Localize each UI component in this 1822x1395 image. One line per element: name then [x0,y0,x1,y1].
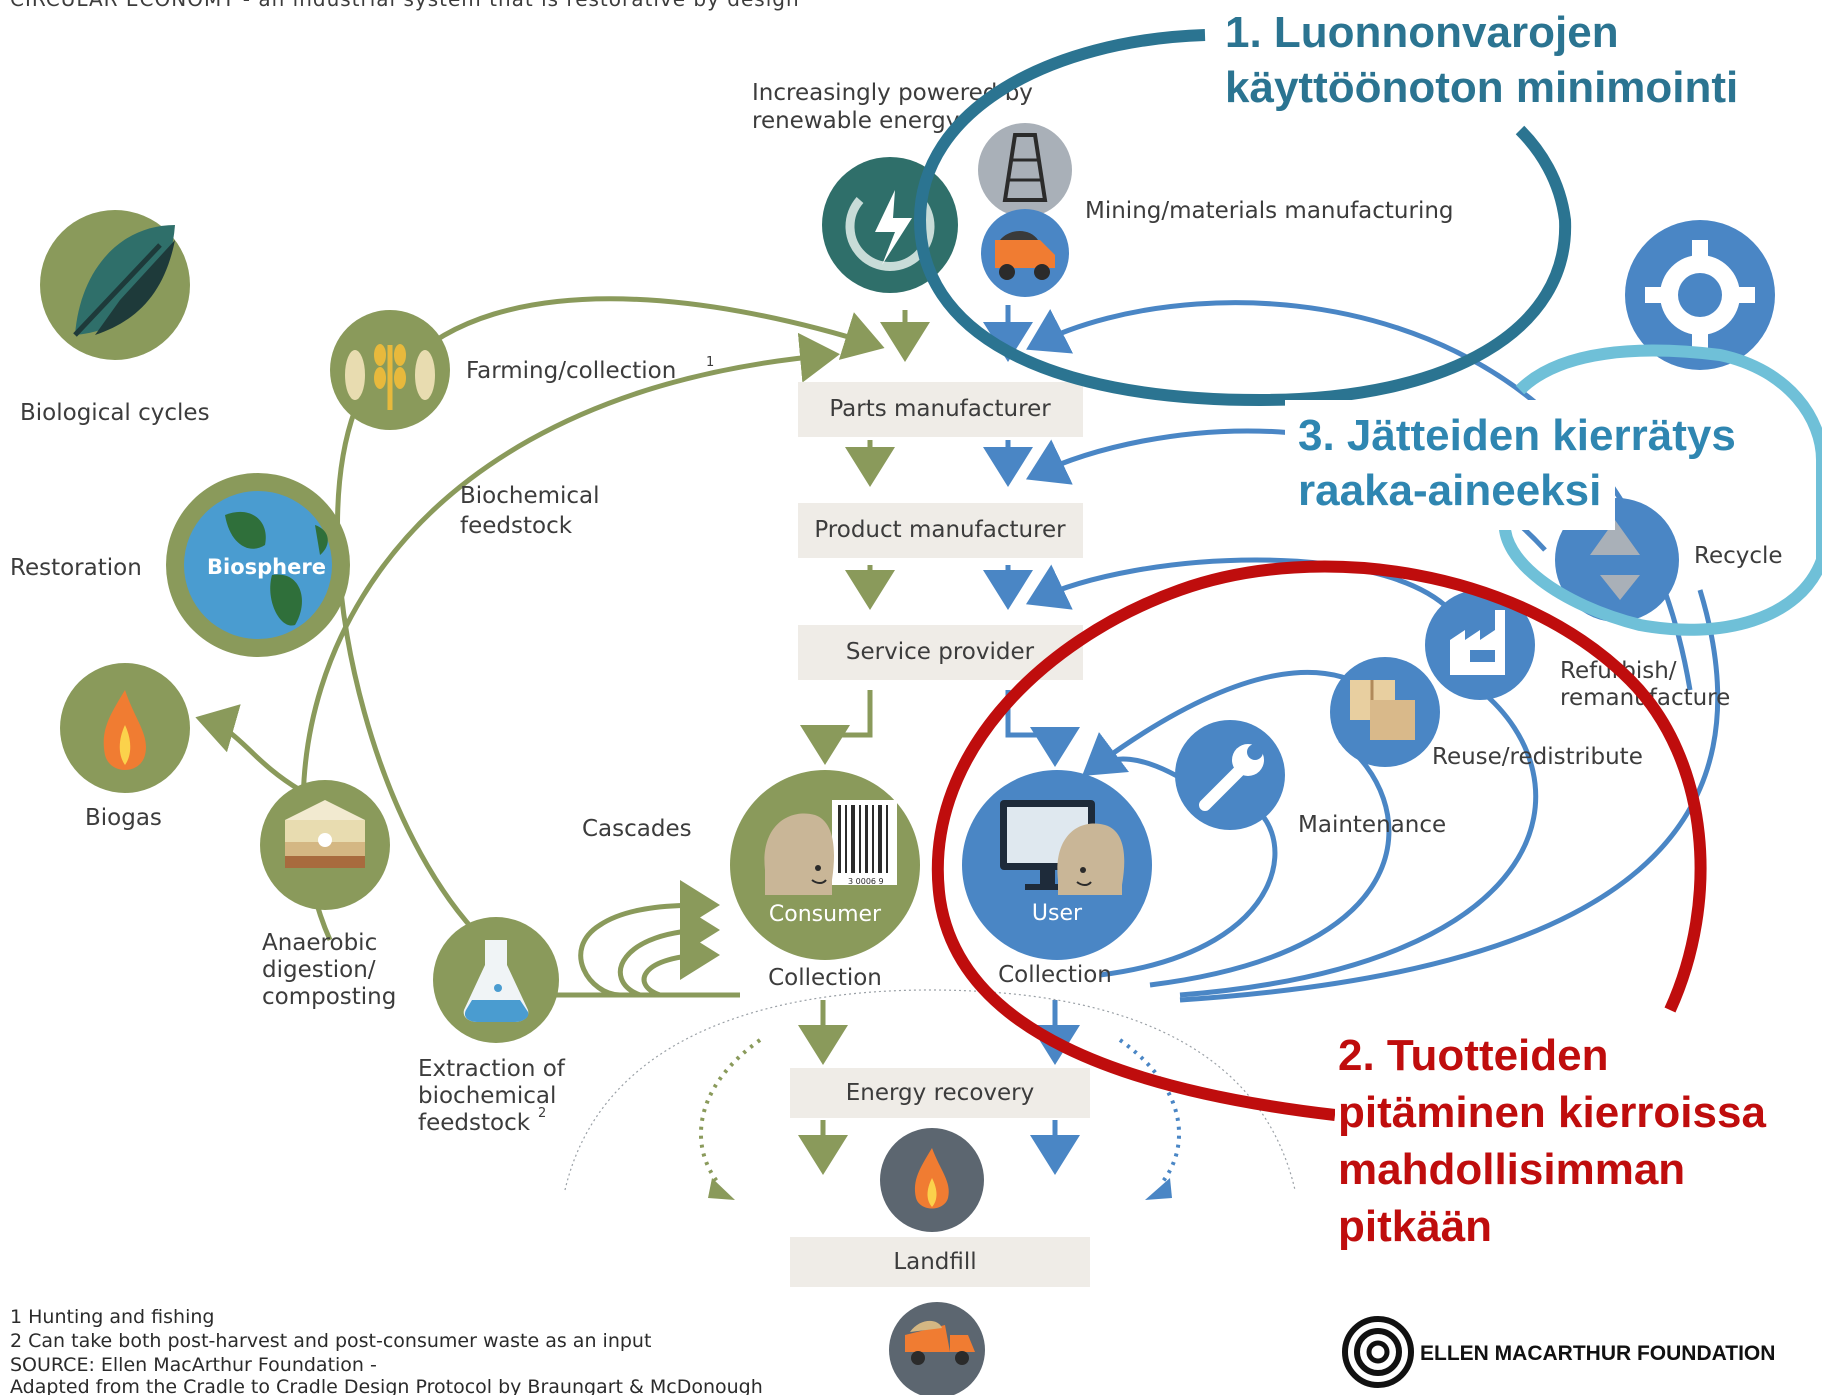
anaerobic-line3: composting [262,984,396,1010]
parts-manufacturer-label: Parts manufacturer [829,396,1051,422]
factory-icon [1425,590,1535,700]
landfill-box [790,1237,1090,1287]
thin-dotted-boundary [564,989,1296,1191]
gear-icon [1625,220,1775,370]
biogas-label: Biogas [85,805,162,831]
landfill-label: Landfill [893,1249,976,1275]
farming-label: Farming/collection [466,358,676,384]
dotted-arrowhead-right [1145,1178,1172,1200]
consumer-barcode-icon: 3 0006 9 [730,770,920,960]
renewable-energy-icon [822,157,958,293]
flask-icon [433,917,559,1043]
collection-left-label: Collection [768,965,882,991]
parts-manufacturer-box [798,382,1083,437]
source-line-1: SOURCE: Ellen MacArthur Foundation - [10,1354,377,1376]
callout-3-line1: 3. Jätteiden kierrätys [1298,411,1736,460]
leaf-icon [40,210,190,360]
service-provider-label: Service provider [846,639,1035,665]
mining-truck-icon [981,209,1069,297]
boxes-icon [1330,657,1440,767]
callout-1-ellipse [913,29,1572,407]
farming-footnote-mark: 1 [706,355,714,370]
callout-1-line2: käyttöönoton minimointi [1225,63,1738,112]
callout-2-line1: 2. Tuotteiden [1338,1031,1609,1080]
anaerobic-line2: digestion/ [262,957,376,983]
energy-recovery-box [790,1068,1090,1118]
extraction-footnote-mark: 2 [538,1106,546,1121]
recycle-label: Recycle [1694,543,1783,569]
callout-2-line4: pitkään [1338,1202,1492,1251]
process-boxes: Parts manufacturer Product manufacturer … [790,382,1090,1287]
extraction-line2: biochemical [418,1083,556,1109]
callout-1-line1: 1. Luonnonvarojen [1225,8,1619,57]
maintenance-label: Maintenance [1298,812,1446,838]
barcode-number: 3 0006 9 [848,877,884,886]
diagram-title: CIRCULAR ECONOMY - an industrial system … [10,0,800,11]
reuse-label: Reuse/redistribute [1432,744,1643,770]
callout-2-backdrop [1335,1025,1822,1260]
callout-2-line2: pitäminen kierroissa [1338,1088,1766,1137]
oil-rig-icon [978,123,1072,217]
restoration-label: Restoration [10,555,142,581]
mining-label: Mining/materials manufacturing [1085,198,1454,224]
callout-2-line3: mahdollisimman [1338,1145,1685,1194]
biosphere-label: Biosphere [207,555,326,579]
callout-3-line2: raaka-aineeksi [1298,466,1601,515]
callout-2-ellipse [931,560,1707,1121]
extraction-line3: feedstock [418,1110,531,1136]
incinerator-flame-icon [880,1128,984,1232]
wheat-fish-icon [330,310,450,430]
footnote-1: 1 Hunting and fishing [10,1306,214,1328]
user-computer-icon [962,770,1152,960]
extraction-line1: Extraction of [418,1056,566,1082]
source-line-2: Adapted from the Cradle to Cradle Design… [10,1376,763,1395]
dotted-arrows [699,1038,1181,1187]
dump-truck-icon [889,1302,985,1395]
consumer-label: Consumer [769,902,882,927]
collection-right-label: Collection [998,962,1112,988]
globe-icon [166,473,350,657]
anaerobic-line1: Anaerobic [262,930,377,956]
cascades-label: Cascades [582,816,692,842]
user-label: User [1032,901,1083,926]
footnote-2: 2 Can take both post-harvest and post-co… [10,1330,651,1352]
product-manufacturer-box [798,503,1083,558]
biological-cycles-label: Biological cycles [20,400,210,426]
product-manufacturer-label: Product manufacturer [814,517,1066,543]
callout-3-backdrop [1285,400,1615,530]
foundation-logo-text: ELLEN MACARTHUR FOUNDATION [1420,1342,1775,1365]
foundation-logo-icon [1342,1316,1414,1388]
renewable-line2: renewable energy [752,108,959,134]
energy-recovery-label: Energy recovery [846,1080,1034,1106]
flame-icon [60,663,190,793]
biochemical-feedstock-line2: feedstock [460,513,573,539]
wrench-icon [1175,720,1285,830]
soil-layers-icon [260,780,390,910]
biochemical-feedstock-line1: Biochemical [460,483,600,509]
dotted-arrowhead-left [708,1178,735,1200]
